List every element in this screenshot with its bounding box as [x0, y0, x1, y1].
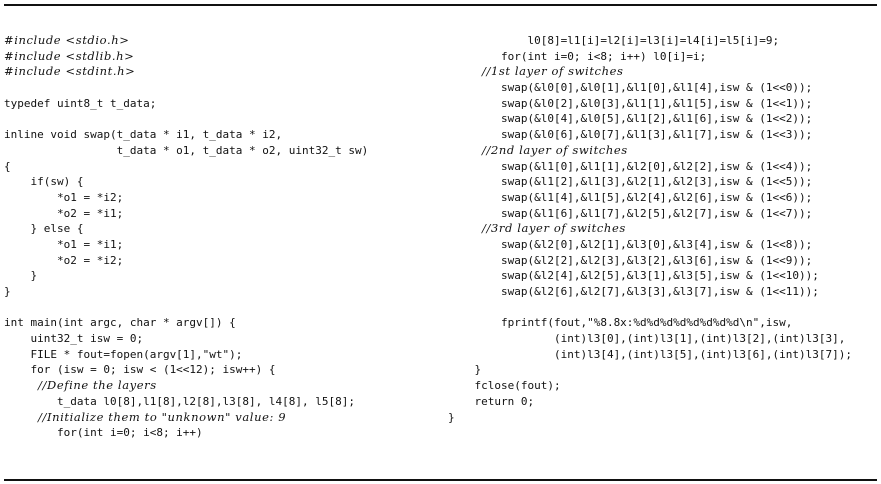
code-line: } — [448, 410, 455, 424]
code-line: swap(&l2[6],&l2[7],&l3[3],&l3[7],isw & (… — [448, 285, 819, 298]
code-comment-line: //1st layer of switches — [448, 64, 624, 79]
code-line: *o2 = *i1; — [4, 206, 124, 220]
code-line: t_data * o1, t_data * o2, uint32_t sw) — [4, 143, 369, 157]
code-line: swap(&l0[6],&l0[7],&l1[3],&l1[7],isw & (… — [448, 128, 813, 142]
code-line: *o2 = *i2; — [4, 253, 124, 267]
code-line: swap(&l2[2],&l2[3],&l3[2],&l3[6],isw & (… — [448, 253, 813, 267]
code-line: } else { — [4, 222, 84, 236]
code-line: return 0; — [448, 394, 535, 408]
code-line: swap(&l0[0],&l0[1],&l1[0],&l1[4],isw & (… — [448, 81, 813, 95]
code-line — [4, 111, 368, 127]
code-column-left: #include <stdio.h>#include <stdlib.h>#in… — [4, 33, 368, 441]
code-line: fprintf(fout,"%8.8x:%d%d%d%d%d%d%d%d\n",… — [448, 316, 793, 330]
code-line: } — [448, 363, 482, 377]
code-line: for (isw = 0; isw < (1<<12); isw++) { — [4, 363, 276, 377]
code-line: (int)l3[0],(int)l3[1],(int)l3[2],(int)l3… — [448, 332, 846, 346]
code-line: l0[8]=l1[i]=l2[i]=l3[i]=l4[i]=l5[i]=9; — [448, 34, 780, 47]
code-comment-line: //3rd layer of switches — [448, 221, 626, 236]
code-comment-line: //Define the layers — [4, 378, 157, 393]
code-line: if(sw) { — [4, 175, 84, 189]
code-comment-line: #include <stdio.h> — [4, 33, 130, 47]
code-comment-line: #include <stdint.h> — [4, 64, 136, 79]
code-line: swap(&l2[0],&l2[1],&l3[0],&l3[4],isw & (… — [448, 237, 813, 251]
code-line: for(int i=0; i<8; i++) l0[i]=i; — [448, 49, 707, 63]
code-line: uint32_t isw = 0; — [4, 332, 144, 346]
code-line: (int)l3[4],(int)l3[5],(int)l3[6],(int)l3… — [448, 347, 852, 361]
code-line: { — [4, 159, 11, 173]
code-line: swap(&l1[4],&l1[5],&l2[4],&l2[6],isw & (… — [448, 190, 813, 204]
code-line: fclose(fout); — [448, 379, 561, 393]
code-line: swap(&l1[2],&l1[3],&l2[1],&l2[3],isw & (… — [448, 175, 813, 189]
code-line: swap(&l0[2],&l0[3],&l1[1],&l1[5],isw & (… — [448, 96, 813, 110]
code-line: swap(&l0[4],&l0[5],&l1[2],&l1[6],isw & (… — [448, 112, 813, 126]
code-line: inline void swap(t_data * i1, t_data * i… — [4, 128, 283, 142]
top-rule — [4, 4, 877, 6]
code-line: } — [4, 285, 11, 298]
code-line: int main(int argc, char * argv[]) { — [4, 316, 236, 330]
code-column-right: l0[8]=l1[i]=l2[i]=l3[i]=l4[i]=l5[i]=9; f… — [448, 33, 852, 425]
code-line: typedef uint8_t t_data; — [4, 96, 157, 110]
code-line: FILE * fout=fopen(argv[1],"wt"); — [4, 347, 243, 361]
code-line: for(int i=0; i<8; i++) — [4, 426, 203, 440]
code-comment-line: //2nd layer of switches — [448, 142, 628, 157]
code-line: swap(&l1[0],&l1[1],&l2[0],&l2[2],isw & (… — [448, 159, 813, 173]
code-comment-line: //Initialize them to "unknown" value: 9 — [4, 409, 287, 424]
code-line — [4, 300, 368, 316]
code-comment-line: #include <stdlib.h> — [4, 48, 135, 63]
code-line: t_data l0[8],l1[8],l2[8],l3[8], l4[8], l… — [4, 394, 355, 408]
bottom-rule — [4, 479, 877, 481]
code-line — [4, 80, 368, 96]
code-line: } — [4, 269, 38, 283]
code-line: swap(&l1[6],&l1[7],&l2[5],&l2[7],isw & (… — [448, 206, 813, 220]
code-line: swap(&l2[4],&l2[5],&l3[1],&l3[5],isw & (… — [448, 269, 819, 283]
code-line: *o1 = *i1; — [4, 237, 124, 251]
code-line — [448, 300, 852, 316]
code-line: *o1 = *i2; — [4, 190, 124, 204]
